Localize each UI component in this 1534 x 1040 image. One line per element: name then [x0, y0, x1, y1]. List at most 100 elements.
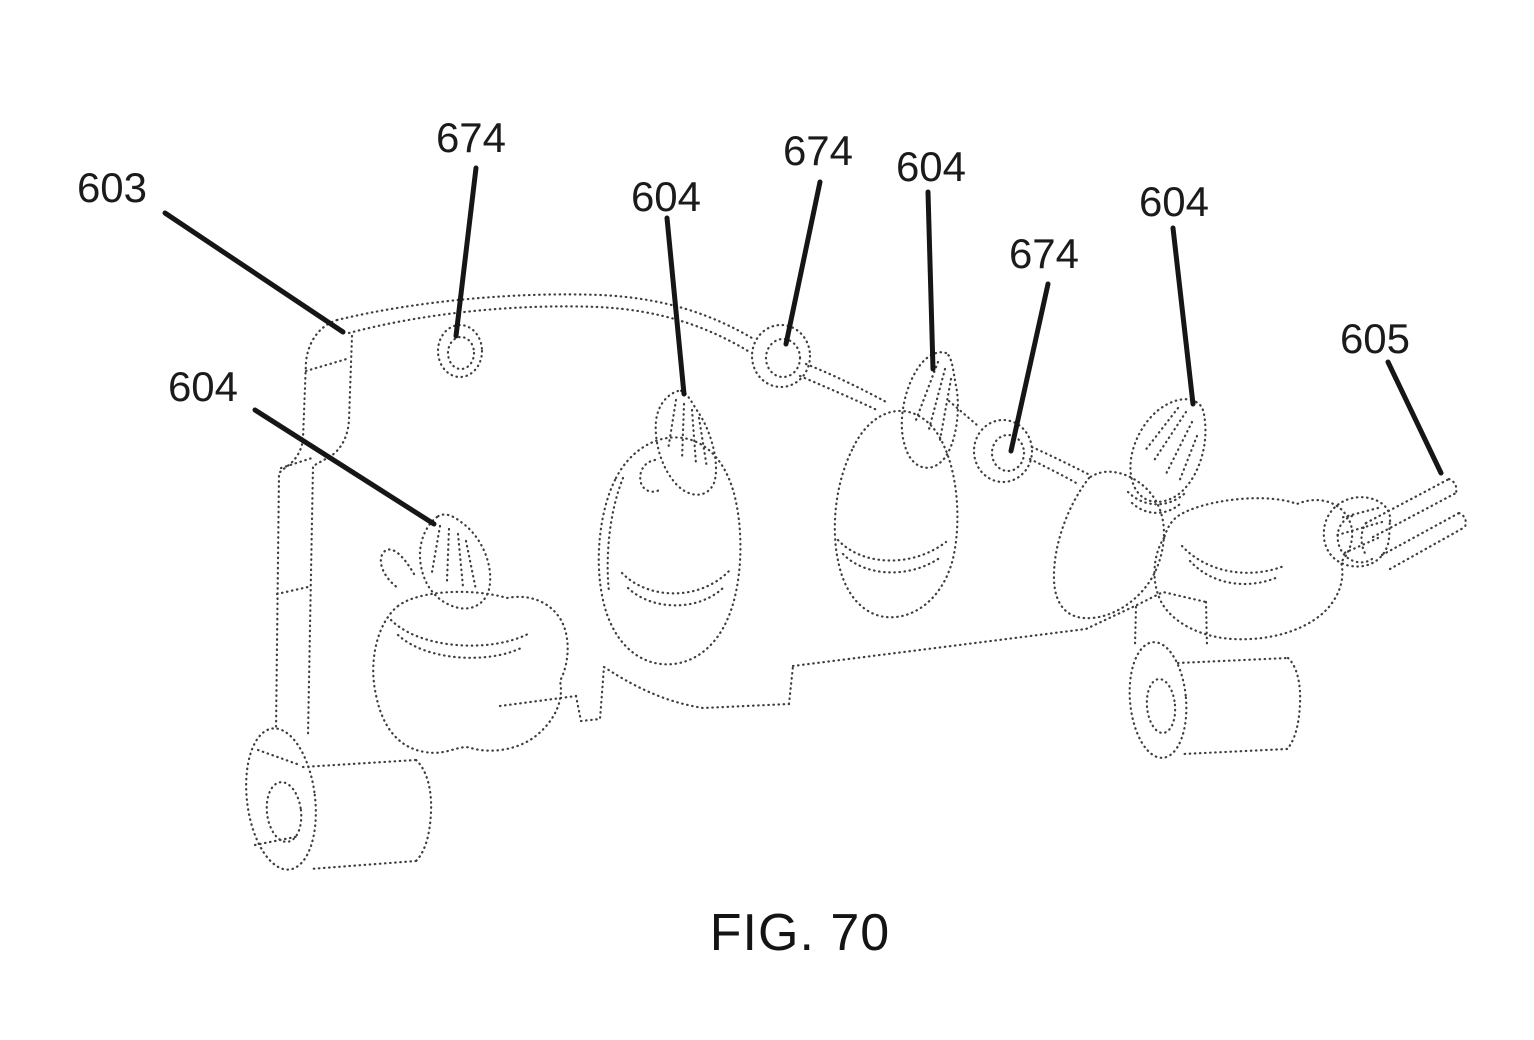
ref-label-604-2: 604 — [631, 173, 701, 220]
figure-caption: FIG. 70 — [710, 904, 890, 962]
hole-inner-ring — [446, 335, 476, 371]
right-roller — [1128, 590, 1302, 759]
crown-striation — [926, 367, 947, 435]
crown-striation — [456, 532, 465, 589]
leader-674-1 — [453, 165, 479, 339]
yoke-prong-upper — [1364, 477, 1451, 525]
right-roller-bore — [1145, 677, 1177, 735]
hole-inner-ring — [990, 433, 1026, 473]
right-roller-end — [1285, 656, 1302, 751]
arch-band-lower-line — [798, 374, 881, 413]
crown-striation — [680, 402, 686, 462]
left-roller — [245, 727, 433, 871]
crown-striation — [690, 408, 698, 466]
left-roller-seam — [253, 834, 302, 847]
arch-band-upper-line — [804, 362, 890, 405]
left-arm-tick — [279, 456, 314, 470]
arch-band-upper-line — [335, 293, 754, 340]
tooth-curl — [639, 458, 663, 493]
tooth-604-3 — [833, 351, 959, 619]
tooth-body — [1052, 470, 1165, 620]
crown-striation — [1332, 520, 1384, 538]
yoke-prong-tip — [1447, 477, 1458, 495]
tooth-604-5 — [1153, 496, 1392, 641]
tooth-604-1 — [372, 513, 569, 754]
arch-band-segment — [1028, 457, 1080, 486]
yoke-605 — [1336, 477, 1467, 571]
arch-band-segment — [1030, 445, 1092, 477]
leader-605 — [1385, 359, 1444, 476]
yoke-prong-tip — [1457, 511, 1467, 529]
yoke-prong-lower — [1380, 511, 1461, 557]
left-arm-tick — [275, 585, 310, 596]
leader-674-3 — [1008, 281, 1051, 454]
right-roller-face — [1128, 641, 1188, 759]
reference-labels: 603 604 674 604 674 604 674 604 605 — [77, 114, 1410, 410]
leader-604-4 — [1170, 225, 1196, 407]
tooth-crown — [900, 351, 959, 469]
left-roller-top-edge — [301, 758, 418, 769]
hole-outer-ring — [750, 323, 812, 389]
left-arm-inner-edge — [306, 334, 354, 737]
tooth-body — [372, 590, 569, 754]
base-edge-segment — [602, 665, 791, 710]
crown-striation — [938, 377, 953, 442]
crown-striation — [1164, 420, 1194, 476]
crown-striation — [1142, 406, 1180, 454]
base-edge-segment — [791, 603, 1139, 668]
right-roller-bracket — [1135, 590, 1208, 607]
right-roller-bracket — [1204, 600, 1209, 648]
base-edge — [498, 603, 1139, 723]
hole-674-1 — [436, 323, 484, 379]
cervical-arc — [1126, 490, 1186, 506]
yoke-prong-lower — [1388, 525, 1467, 571]
leader-604-2 — [664, 215, 687, 397]
right-roller-bracket — [1133, 605, 1138, 648]
left-roller-bore — [265, 781, 303, 843]
cervical-arc — [389, 618, 530, 647]
leader-674-2 — [783, 179, 823, 347]
device-outline — [245, 293, 1467, 871]
leader-604-1 — [252, 407, 437, 527]
hole-outer-ring — [436, 323, 484, 379]
left-arm-tick — [304, 356, 352, 373]
hole-outer-ring — [972, 418, 1034, 484]
tooth-crown — [1129, 398, 1207, 503]
leader-604-3 — [925, 189, 936, 372]
tooth-crown — [654, 389, 718, 496]
crown-striation — [430, 524, 442, 574]
crown-striation — [1338, 506, 1380, 520]
crown-striation — [464, 539, 478, 592]
left-arm-outer-edge — [274, 318, 339, 733]
crown-striation — [445, 527, 451, 583]
right-roller-top-edge — [1176, 656, 1290, 665]
tooth-crown — [418, 513, 492, 610]
tooth-604-2 — [597, 389, 742, 666]
cervical-arc — [1180, 544, 1286, 574]
cervical-arc — [620, 569, 731, 595]
left-roller-face — [245, 727, 317, 871]
ref-label-674-2: 674 — [783, 127, 853, 174]
base-edge-tab — [574, 665, 606, 723]
ref-label-674-1: 674 — [436, 114, 506, 161]
tooth-crown — [1322, 496, 1392, 568]
cervical-arc — [1188, 559, 1280, 586]
ref-label-603: 603 — [77, 164, 147, 211]
leader-603 — [162, 210, 346, 335]
tooth-spur — [379, 548, 416, 590]
crown-striation — [666, 398, 678, 452]
leader-lines — [162, 165, 1444, 527]
cervical-arc — [396, 633, 523, 659]
ref-label-605: 605 — [1340, 315, 1410, 362]
crown-striation — [914, 360, 940, 422]
ref-label-604-4: 604 — [1139, 178, 1209, 225]
ref-label-674-3: 674 — [1009, 230, 1079, 277]
cervical-arc — [836, 538, 948, 562]
yoke-base — [1360, 521, 1368, 557]
tooth-body-inner-line — [606, 476, 625, 594]
base-edge-step — [787, 664, 795, 706]
hole-inner-ring — [764, 337, 802, 379]
cervical-arc — [841, 552, 943, 574]
arch-band-segment — [947, 399, 979, 427]
